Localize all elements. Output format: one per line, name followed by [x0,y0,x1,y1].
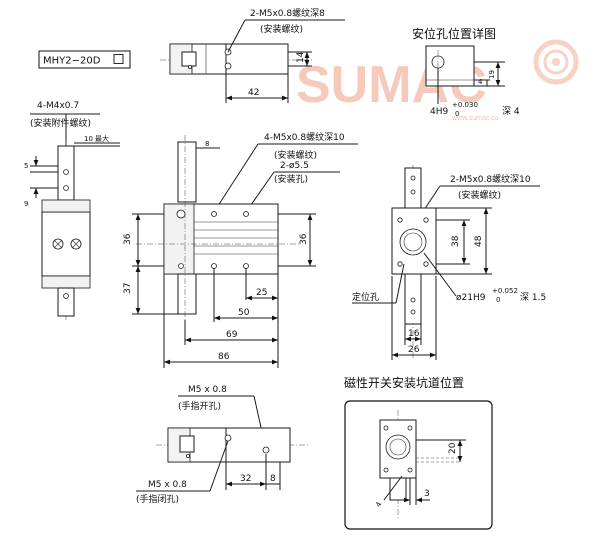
detail-title: 安位孔位置详图 [412,26,496,41]
dim-phi4: 4 [374,500,383,508]
front-hole-callout: 2-ø5.5 [280,161,309,171]
dim-26: 26 [408,345,420,355]
bottom-view: M5 x 0.8 (手指开孔) M5 x 0.8 (手指闭孔) 32 8 [136,385,310,505]
dim-36-left: 36 [123,233,133,245]
bore-depth: 深 1.5 [520,292,546,303]
right-side-view: 2-M5x0.8螺纹深10 (安装螺纹) 38 48 定位孔 ø21H9 [352,165,546,360]
hole-tol-upper: +0.030 [452,101,478,109]
dim-9: 9 [24,200,28,208]
dim-20: 20 [448,442,458,454]
hole-fit: 4H9 [430,107,448,117]
dim-37: 37 [123,283,133,294]
left-side-view: 4-M4x0.7 (安装附件螺纹) 10 最大 5 9 [24,101,120,320]
dim-5: 5 [24,162,28,170]
top-callout-sub: (安装螺纹) [260,23,303,35]
dim-50: 50 [238,308,250,318]
bore-tol-lower: 0 [496,296,500,304]
top-view: 42 14 2-M5x0.8螺纹深8 (安装螺纹) [160,7,345,103]
hole-tol-lower: 0 [455,110,459,118]
dim-48: 48 [474,235,484,247]
front-thread-callout-sub: (安装螺纹) [274,149,317,161]
dim-16: 16 [408,329,420,339]
port-open-sub: (手指开孔) [178,400,221,412]
dim-25: 25 [256,288,267,298]
groove-title: 磁性开关安装坑道位置 [344,375,464,390]
watermark-logo [533,39,579,85]
dim-19: 19 [488,70,496,79]
port-close-thread: M5 x 0.8 [148,480,187,490]
dim-10-max: 最大 [95,134,109,143]
dim-69: 69 [226,330,238,340]
dim-36-right: 36 [299,233,309,245]
bore-size: ø21H9 [456,293,486,303]
dim-38: 38 [451,235,461,247]
bore-tol-upper: +0.052 [492,287,518,295]
front-thread-callout: 4-M5x0.8螺纹深10 [264,131,345,143]
switch-groove-detail: 磁性开关安装坑道位置 20 4 3 [344,375,493,530]
dim-10: 10 [84,135,93,143]
dim-4: 4 [478,78,483,86]
hole-depth: 深 4 [502,106,520,117]
right-callout-sub: (安装螺纹) [458,189,501,201]
dim-42: 42 [248,88,259,98]
dim-8: 8 [205,140,209,148]
dim-86: 86 [218,352,230,362]
dim-32: 32 [240,474,251,484]
dim-8-bottom: 8 [270,474,276,484]
mount-thread-hole [224,62,232,70]
port-close-sub: (手指闭孔) [136,493,179,505]
front-hole-callout-sub: (安装孔) [274,173,308,185]
groove-frame [344,400,493,530]
left-callout: 4-M4x0.7 [37,101,79,111]
top-callout: 2-M5x0.8螺纹深8 [250,7,325,19]
watermark-url: www.sumac.co [451,115,499,122]
model-text: MHY2−20D [43,56,101,67]
locating-hole-detail: 安位孔位置详图 19 4 4H9 +0.030 0 深 4 [412,26,520,118]
locating-hole-label: 定位孔 [352,291,379,303]
left-callout-sub: (安装附件螺纹) [30,117,91,129]
front-view: 4-M5x0.8螺纹深10 (安装螺纹) 2-ø5.5 (安装孔) 8 [123,131,358,368]
dim-14: 14 [296,51,306,63]
model-option-box [113,54,124,64]
right-callout: 2-M5x0.8螺纹深10 [450,173,531,185]
port-open-thread: M5 x 0.8 [188,385,227,395]
dim-3: 3 [424,489,430,499]
model-label: MHY2−20D [38,50,131,69]
